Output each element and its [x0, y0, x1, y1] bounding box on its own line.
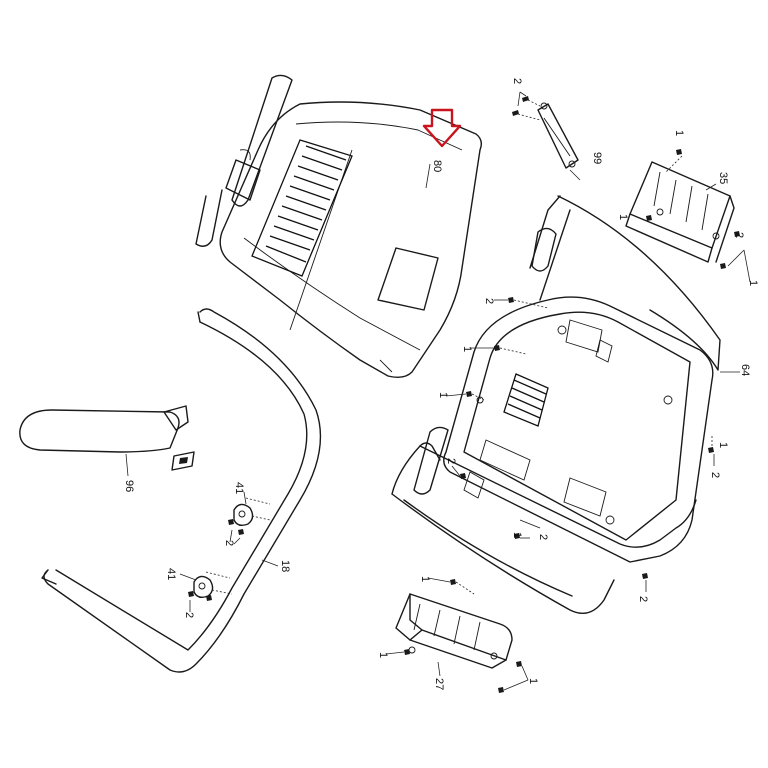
callout-27: 27 [433, 678, 445, 690]
callout-1-j: 1 [717, 442, 729, 448]
display-window [377, 247, 439, 311]
callout-1-e: 1 [437, 392, 449, 398]
part-18-handrail [41, 308, 322, 673]
callout-18: 18 [279, 560, 291, 572]
highlight-arrow-down-icon [422, 108, 462, 148]
base-vent-grille [503, 373, 549, 427]
callout-2-bottom: 2 [637, 596, 649, 602]
callout-41-upper: 41 [233, 482, 245, 494]
callout-35: 35 [717, 172, 729, 184]
callout-2-mid: 2 [537, 534, 549, 540]
callout-99: 99 [591, 152, 603, 164]
part-80-console-cover [195, 74, 483, 379]
callout-2-left-1: 2 [483, 298, 495, 304]
callout-41-lower: 41 [165, 568, 177, 580]
callout-80: 80 [431, 160, 443, 172]
part-41-clamp-upper [228, 491, 271, 545]
callout-64: 64 [739, 364, 751, 376]
callout-1-g: 1 [377, 652, 389, 658]
callout-2-right: 2 [709, 472, 721, 478]
callout-1-a: 1 [673, 130, 685, 136]
console-vent-grille [251, 139, 353, 277]
callout-1-i: 1 [511, 532, 523, 538]
part-27-lower-electronics-box [385, 577, 529, 693]
part-64-console-base [391, 195, 740, 614]
callout-1-d: 1 [461, 346, 473, 352]
callout-1-c: 1 [747, 280, 759, 286]
callout-2-box-35: 2 [733, 232, 745, 238]
part-96-trim-cover [19, 405, 195, 477]
callout-2-left-2: 2 [445, 458, 457, 464]
callout-96: 96 [123, 480, 135, 492]
callout-2-left-3: 2 [223, 540, 235, 546]
callout-1-b: 1 [617, 214, 629, 220]
callout-2-handrail-lower: 2 [183, 612, 195, 618]
part-35-motor-controller-box [625, 149, 751, 283]
callout-1-h: 1 [527, 678, 539, 684]
part-41-clamp-lower [179, 571, 233, 612]
callout-labels: 80 99 35 64 96 18 27 41 41 2 2 2 2 2 2 2… [123, 78, 759, 690]
callout-1-f: 1 [419, 576, 431, 582]
callout-2-top: 2 [511, 78, 523, 84]
part-99-bracket [512, 91, 581, 181]
